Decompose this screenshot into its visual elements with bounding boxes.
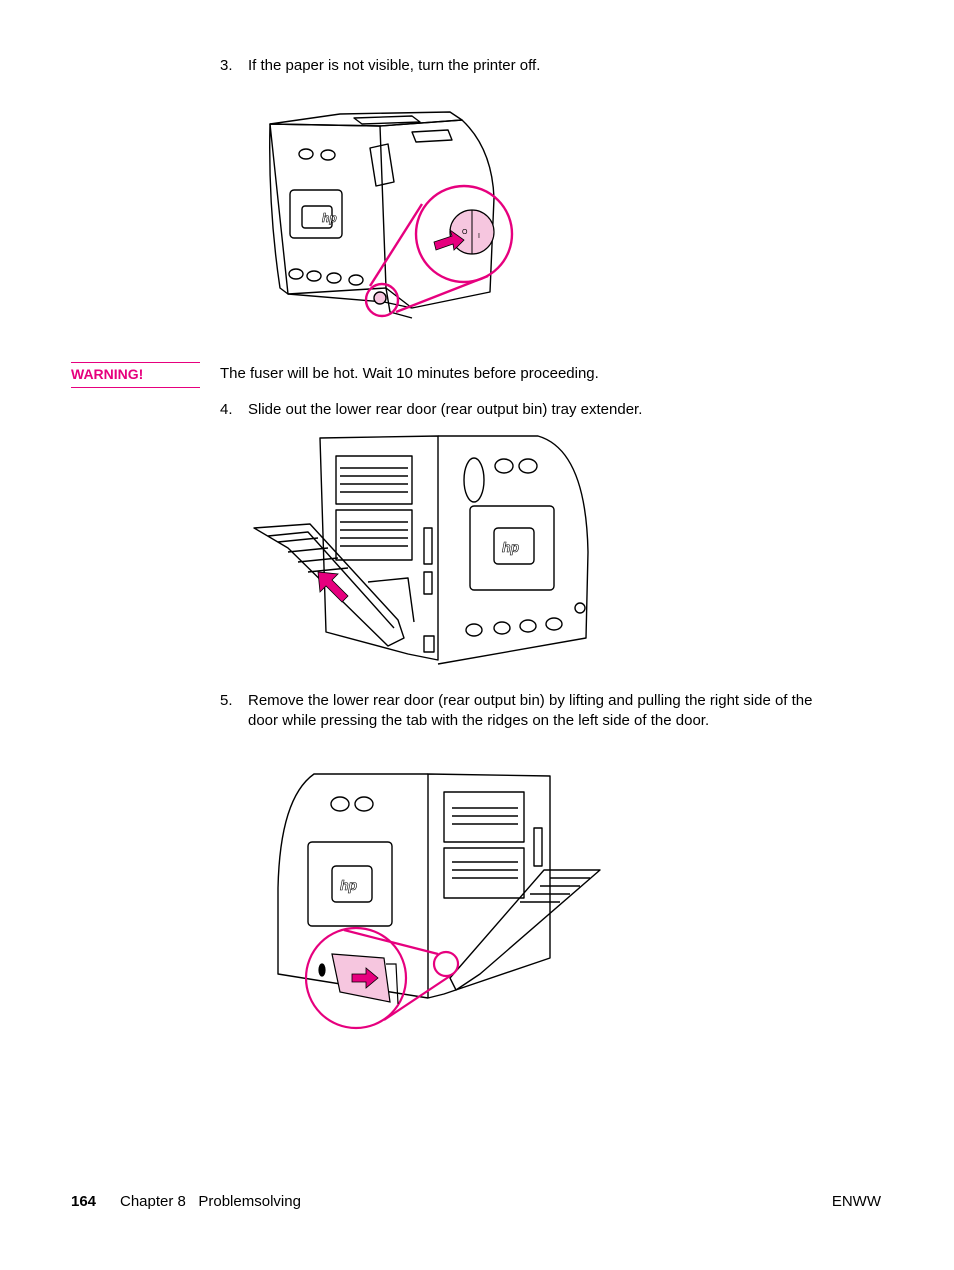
printer-rear-door-removal-illustration: hp (277, 773, 601, 1030)
switch-mark-off: O (462, 229, 468, 236)
arrow-up-left-icon (317, 571, 349, 603)
footer-chapter: Chapter 8 Problemsolving (120, 1193, 301, 1210)
step-text-line-1: Remove the lower rear door (rear output … (248, 692, 813, 709)
step-number: 4. (220, 401, 233, 418)
footer-page-number: 164 (71, 1193, 97, 1210)
step-text: Slide out the lower rear door (rear outp… (248, 401, 643, 418)
step-number: 3. (220, 57, 233, 74)
step-5: 5. Remove the lower rear door (rear outp… (220, 691, 880, 733)
printer-rear-tray-extender-illustration: hp (253, 435, 589, 665)
printer-front-power-switch-illustration: hp O I (269, 111, 514, 319)
arrow-right-icon (433, 228, 465, 251)
step-4: 4. Slide out the lower rear door (rear o… (220, 400, 860, 422)
warning-box (71, 362, 200, 388)
arrow-right-icon (351, 967, 379, 989)
step-text-line-2: door while pressing the tab with the rid… (248, 712, 710, 729)
warning-label: WARNING! (71, 366, 144, 382)
step-3: 3. If the paper is not visible, turn the… (220, 56, 860, 78)
switch-mark-on: I (478, 233, 480, 240)
hp-logo-mark: hp (340, 877, 358, 893)
warning-text: The fuser will be hot. Wait 10 minutes b… (220, 365, 599, 382)
hp-logo-mark: hp (502, 539, 520, 555)
footer-doc-code: ENWW (831, 1193, 881, 1210)
hp-logo-mark: hp (322, 211, 337, 225)
step-text: If the paper is not visible, turn the pr… (248, 57, 541, 74)
step-number: 5. (220, 692, 233, 709)
